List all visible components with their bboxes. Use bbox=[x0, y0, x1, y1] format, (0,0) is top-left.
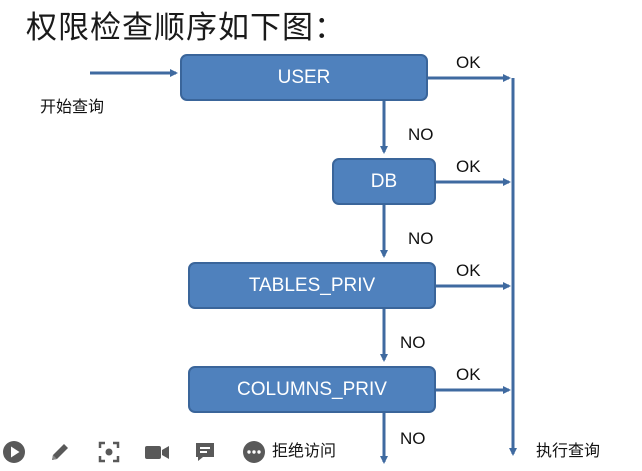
columns-priv-box-label: COLUMNS_PRIV bbox=[237, 378, 387, 400]
db-box: DB bbox=[332, 158, 436, 205]
no-label-user: NO bbox=[408, 125, 434, 144]
ok-label-tables: OK bbox=[456, 261, 481, 280]
camera-icon[interactable] bbox=[143, 438, 171, 466]
columns-priv-box: COLUMNS_PRIV bbox=[188, 366, 436, 413]
db-box-label: DB bbox=[370, 170, 398, 192]
ok-label-columns: OK bbox=[456, 365, 481, 384]
slide-title: 权限检查顺序如下图： bbox=[26, 10, 346, 46]
pen-icon[interactable] bbox=[46, 438, 74, 466]
no-label-tables: NO bbox=[400, 333, 426, 352]
user-box-label: USER bbox=[277, 66, 331, 88]
ok-label-user: OK bbox=[456, 53, 481, 72]
ok-label-db: OK bbox=[456, 157, 481, 176]
no-label-db: NO bbox=[408, 229, 434, 248]
screenshot-icon[interactable] bbox=[95, 438, 123, 466]
no-label-columns: NO bbox=[400, 429, 426, 448]
more-icon[interactable] bbox=[240, 438, 268, 466]
tables-priv-box: TABLES_PRIV bbox=[188, 262, 436, 309]
comment-icon[interactable] bbox=[191, 438, 219, 466]
user-box: USER bbox=[180, 54, 428, 101]
tables-priv-box-label: TABLES_PRIV bbox=[248, 274, 376, 296]
execute-label: 执行查询 bbox=[536, 441, 601, 460]
deny-label: 拒绝访问 bbox=[272, 441, 337, 460]
play-icon[interactable] bbox=[0, 438, 28, 466]
start-label: 开始查询 bbox=[40, 97, 105, 116]
